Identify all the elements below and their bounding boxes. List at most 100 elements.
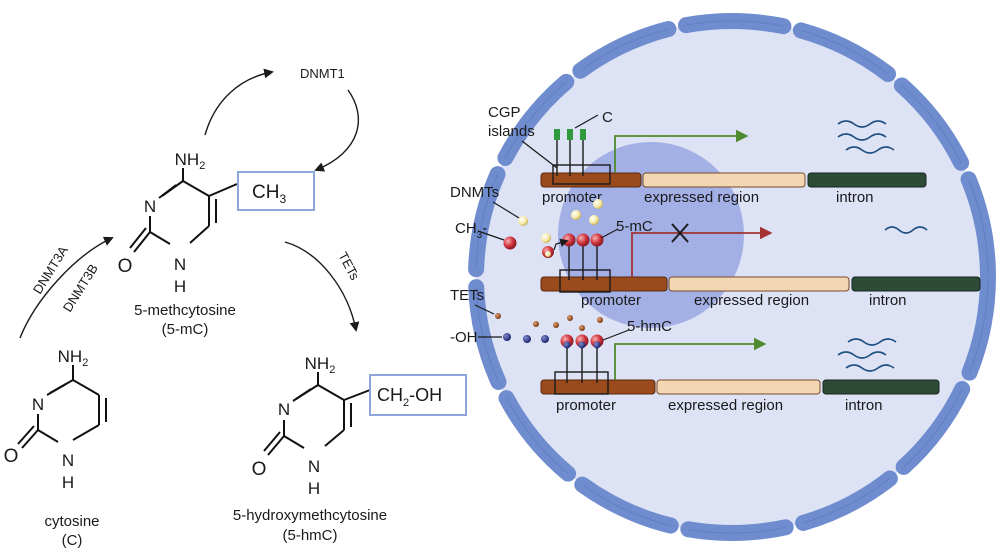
expressed-label: expressed region: [644, 189, 759, 206]
methylated-cytosine: [562, 233, 576, 247]
tets-pointer: [474, 304, 495, 315]
intron-label: intron: [869, 292, 907, 309]
mrna-squiggle: [847, 338, 897, 346]
dnmt-enzyme: [593, 199, 603, 209]
hydroxyl-particle: [523, 335, 531, 343]
cytosine-pin: [580, 129, 586, 140]
mrna-squiggle: [837, 133, 887, 141]
promoter-segment: [540, 276, 668, 292]
hydroxymethylcytosine-abbr: (5-hmC): [283, 527, 338, 544]
dnmt1-arrow-out: [204, 68, 274, 136]
tet-enzyme: [597, 317, 603, 323]
methylated-cytosine: [576, 233, 590, 247]
intron-label: intron: [836, 189, 874, 206]
cgp-islands-label-line2: islands: [488, 123, 535, 140]
methyl-group-particle: [503, 236, 517, 250]
hydroxymethylcytosine-n1: N: [308, 457, 320, 476]
intron-segment: [851, 276, 981, 292]
cytosine-n3: N: [32, 395, 44, 414]
cytosine-amine: NH2: [58, 347, 89, 369]
blocked-transcription-arrow: [631, 226, 773, 277]
promoter-label: promoter: [556, 397, 616, 414]
methyl-group-box: [237, 171, 315, 211]
methylcytosine-n1: N: [174, 255, 186, 274]
dnmt-enzyme: [571, 210, 581, 220]
cytosine-abbr: (C): [62, 532, 83, 549]
methylcytosine-abbr: (5-mC): [162, 321, 209, 338]
tet-enzyme: [579, 325, 585, 331]
expressed-segment: [656, 379, 821, 395]
mrna-squiggle: [884, 226, 928, 234]
methyl-donor-label: CH3-: [455, 220, 487, 241]
dnmt-enzyme: [518, 216, 528, 226]
dnmts-label: DNMTs: [450, 184, 499, 201]
cytosine-molecule: NH2 N O N H cytosine (C): [4, 347, 107, 549]
hydroxymethylcytosine-n3: N: [278, 400, 290, 419]
cytosine-oxygen: O: [4, 446, 19, 467]
cpg-island-box: [552, 164, 611, 185]
promoter-segment: [540, 172, 642, 188]
block-cross-icon: [671, 223, 689, 243]
methyl-donor-pointer: [477, 230, 505, 241]
hydroxymethylcytosine-name: 5-hydroxymethcytosine: [233, 507, 387, 524]
mrna-squiggle: [845, 146, 895, 154]
cytosine-label: C: [602, 109, 613, 126]
cytosine-name: cytosine: [44, 513, 99, 530]
dnmt1-label: DNMT1: [300, 66, 345, 81]
mrna-squiggle: [845, 364, 895, 372]
dnmt1-arrow-in: [314, 89, 360, 172]
hydroxyl-particle: [541, 335, 549, 343]
intron-segment: [822, 379, 940, 395]
dnmt3-arrow: [19, 236, 114, 339]
cytosine-pin: [554, 129, 560, 140]
methylcytosine-amine: NH2: [175, 150, 206, 172]
gene-row-unmethylated: promoter expressed region intron: [540, 120, 927, 206]
methylated-cytosine-label: 5-mC: [616, 218, 653, 235]
methylated-cytosine: [590, 233, 604, 247]
expressed-segment: [668, 276, 850, 292]
cytosine-pointer: [574, 114, 599, 129]
dnmts-pointer: [492, 201, 520, 219]
dnmt-enzyme: [589, 215, 599, 225]
dnmt3b-label: DNMT3B: [60, 261, 101, 314]
cytosine-n1: N: [62, 451, 74, 470]
promoter-label: promoter: [542, 189, 602, 206]
tet-enzyme: [533, 321, 539, 327]
intron-label: intron: [845, 397, 883, 414]
hydroxyl-label: -OH: [450, 329, 478, 346]
dnmt-enzyme: [541, 233, 551, 243]
expressed-segment: [642, 172, 806, 188]
transcription-arrow: [614, 129, 749, 173]
tet-enzyme: [567, 315, 573, 321]
expressed-label: expressed region: [694, 292, 809, 309]
methylated-cytosine-pointer: [600, 228, 619, 239]
gene-row-methylated: promoter expressed region intron: [540, 223, 981, 309]
cgp-islands-label-line1: CGP: [488, 104, 521, 121]
promoter-label: promoter: [581, 292, 641, 309]
cytosine-h: H: [62, 473, 74, 492]
methylation-arrow: [553, 238, 569, 251]
hydroxymethyl-group-label: CH2-OH: [377, 385, 442, 409]
methylcytosine-oxygen: O: [118, 256, 133, 277]
methylcytosine-molecule: NH2 N O N H CH3 5-methcytosine (5-mC): [118, 150, 315, 338]
methylcytosine-name: 5-methcytosine: [134, 302, 236, 319]
cytosine-pin: [567, 129, 573, 140]
hydroxymethylcytosine-molecule: NH2 N O N H CH2-OH 5-hydroxymethcytosine…: [233, 354, 467, 544]
intron-segment: [807, 172, 927, 188]
hydroxymethylcytosine-h: H: [308, 479, 320, 498]
tet-enzyme: [553, 322, 559, 328]
methylcytosine-h: H: [174, 277, 186, 296]
tet-enzyme: [495, 313, 501, 319]
hydroxymethyl-group-box: [369, 374, 467, 416]
hydroxyl-particle: [503, 333, 511, 341]
transcription-arrow: [614, 337, 767, 380]
hydroxymethylcytosine-oxygen: O: [252, 459, 267, 480]
cpg-island-box: [559, 269, 611, 293]
mrna-squiggle: [837, 120, 887, 128]
hydroxymethylcytosine-amine: NH2: [305, 354, 336, 376]
methylcytosine-n3: N: [144, 197, 156, 216]
tets-arrow: [284, 241, 360, 332]
tets-enzyme-label: TETs: [335, 249, 362, 283]
